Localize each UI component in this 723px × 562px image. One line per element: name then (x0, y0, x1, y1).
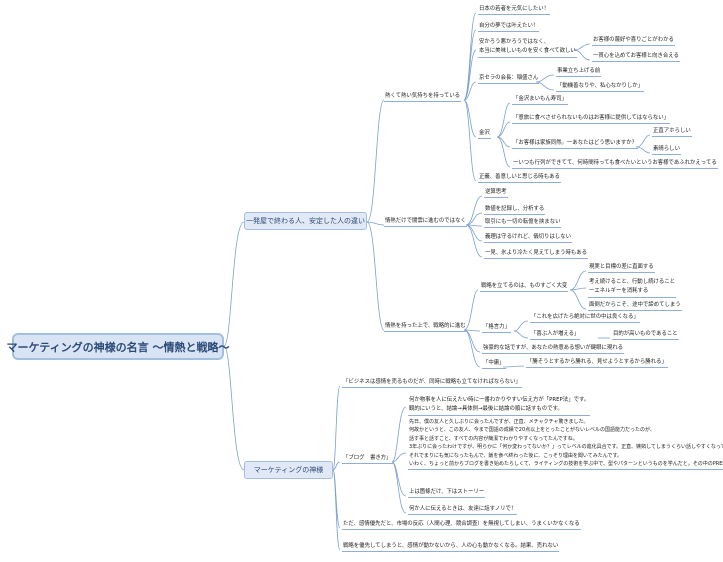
node-strategy-first[interactable]: 戦略を優先してしまうと、感情が動かないから、人の心も動かなくなる。結果、売れない (342, 543, 560, 552)
node-passion-shows[interactable]: 強豪的な話ですが、あなたの熱意ある想いが鍵眼に現れる (482, 345, 625, 354)
node-face-customers[interactable]: 一貫心を込めてお客様と向き合える (592, 53, 680, 62)
node-passion[interactable]: 熱くて熱い気持ちを持っている (384, 93, 462, 102)
node-always-queue[interactable]: 一いつも行列ができてて、何時間待っても食べたいというお客様であふれかえってる (512, 160, 718, 169)
node-inamori[interactable]: 京セラの会長：稲盛さん (478, 75, 540, 84)
node-no-emotion-deals[interactable]: 取引にも一切の転億を挟まない (484, 219, 562, 228)
node-young-people[interactable]: 日本の若者を元気にしたい！ (478, 6, 551, 15)
node-cheap-tasty[interactable]: 安かろう悪かろうではなく、 本当に美味しいものを安く食べて欲しい (478, 38, 577, 58)
node-strategy-hard[interactable]: 戦略を立てるのは、ものすごく大変 (480, 283, 569, 292)
node-friend-story[interactable]: 先日、僕の友人と久しぶりに会ったんですが、正直、メチャクチャ驚きました。 何故か… (408, 418, 723, 471)
node-backcasting[interactable]: 逆算思考 (484, 189, 508, 198)
node-justice[interactable]: 正義、善意しいと思じる時もある (478, 174, 561, 183)
node-moderation-quote[interactable]: 「勝そうとするから勝れる、見せようとするから勝れる」 (526, 359, 668, 368)
node-customer-needs[interactable]: お客様の蔑好や喜りごとがわかる (592, 37, 675, 46)
node-business-emotion[interactable]: 「ビジネスは感情を売るものだが、同時に戦略も立てなければならない」 (342, 379, 522, 388)
node-more-happy[interactable]: 「喜ぶ人が増える」 (530, 331, 581, 340)
node-record-data[interactable]: 数値を記録し、分析する (484, 206, 546, 215)
node-moderation[interactable]: 「中庸」 (482, 360, 506, 369)
node-maxim-power[interactable]: 「格言力」 (482, 324, 511, 333)
node-reality-gap[interactable]: 現実と目標の差に直面する (588, 264, 655, 273)
branch-one-hit-vs-stable[interactable]: 一発屋で終わる人、安定した人の違い (244, 212, 367, 230)
node-bullets-story[interactable]: 上は箇條だけ、下はストーリー (408, 489, 486, 498)
node-passion-strategy[interactable]: 情熱を持った上で、戦略的に進む (384, 323, 467, 332)
root-topic[interactable]: マーケティングの神様の名言 〜情熱と戦略〜 (7, 333, 229, 360)
node-cold-look[interactable]: 一見、氷より冷たく見えてしまう時もある (484, 250, 589, 259)
node-before-startup[interactable]: 事業立ち上げる前 (556, 68, 602, 77)
node-wonderful[interactable]: 素晴らしい (652, 146, 681, 155)
node-prep-method[interactable]: 何か物事を人に伝えたい時に一番わかりやすい伝え方が「PREP法」です。 観的にい… (408, 396, 591, 416)
node-maimon-sushi[interactable]: 「金沢まいもん寿司」 (512, 96, 568, 105)
node-customers-family[interactable]: 「お客様は家族同然。一あなたはどう思いますか？ (512, 140, 638, 149)
node-spread-better[interactable]: 「これを広げたら絶対に世の中は良くなる」 (530, 314, 640, 323)
node-family-food[interactable]: 「意旅に食べさせられないものはお客様に提供してはならない」 (512, 115, 671, 124)
node-high-purpose[interactable]: 目的が高いものであること (612, 331, 679, 340)
branch-marketing-god[interactable]: マーケティングの神様 (244, 461, 333, 479)
node-own-dream[interactable]: 自分の夢では叶えたい！ (478, 23, 540, 32)
node-blog-writing[interactable]: 「ブログ 書き方」 (342, 455, 393, 464)
node-kanazawa[interactable]: 金沢 (478, 130, 491, 139)
node-not-just-passion[interactable]: 情熱だけで闇雲に進むのではなく (384, 218, 467, 227)
node-talk-to-friend[interactable]: 何か人に伝えるときは、友達に話すノリで！ (408, 506, 518, 515)
node-give-up[interactable]: 面倒だからこそ、途中で諦めてしまう (588, 302, 682, 311)
node-silly[interactable]: 正直アホらしい (652, 128, 692, 137)
node-motive-quote[interactable]: 「動機善なりや、私心なかりしか」 (556, 83, 645, 92)
node-emotion-first[interactable]: ただ、感情優先だと、市場の反応（人間心理、競合調査）を無視してしまい、うまくいか… (342, 521, 581, 530)
node-loyalty[interactable]: 義理は守るけれど、儀切りはしない (484, 234, 572, 243)
node-keep-thinking[interactable]: 考え続けること、行動し続けること 一エネルギーを消耗する (588, 278, 677, 298)
